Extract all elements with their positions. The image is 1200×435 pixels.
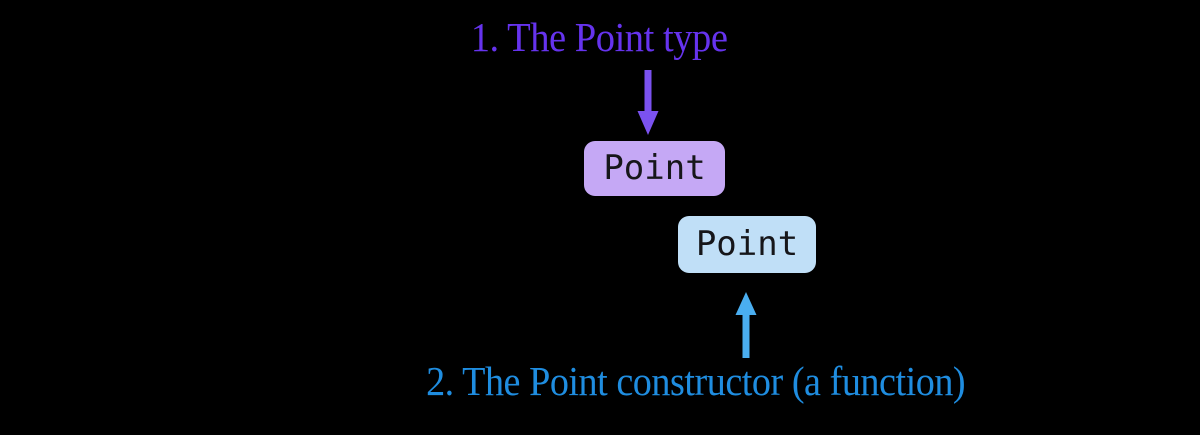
type-annotation-text: 1. The Point type: [471, 14, 728, 60]
constructor-annotation-text: 2. The Point constructor (a function): [426, 358, 966, 404]
point-constructor-chip: Point: [678, 216, 816, 273]
arrow-down-icon: [637, 70, 659, 135]
constructor-annotation-label: 2. The Point constructor (a function): [0, 361, 1200, 402]
type-annotation-label: 1. The Point type: [0, 17, 1200, 58]
point-type-chip: Point: [584, 141, 725, 196]
point-constructor-chip-text: Point: [695, 223, 799, 264]
point-type-chip-text: Point: [603, 147, 706, 188]
arrow-up-icon: [735, 292, 757, 358]
